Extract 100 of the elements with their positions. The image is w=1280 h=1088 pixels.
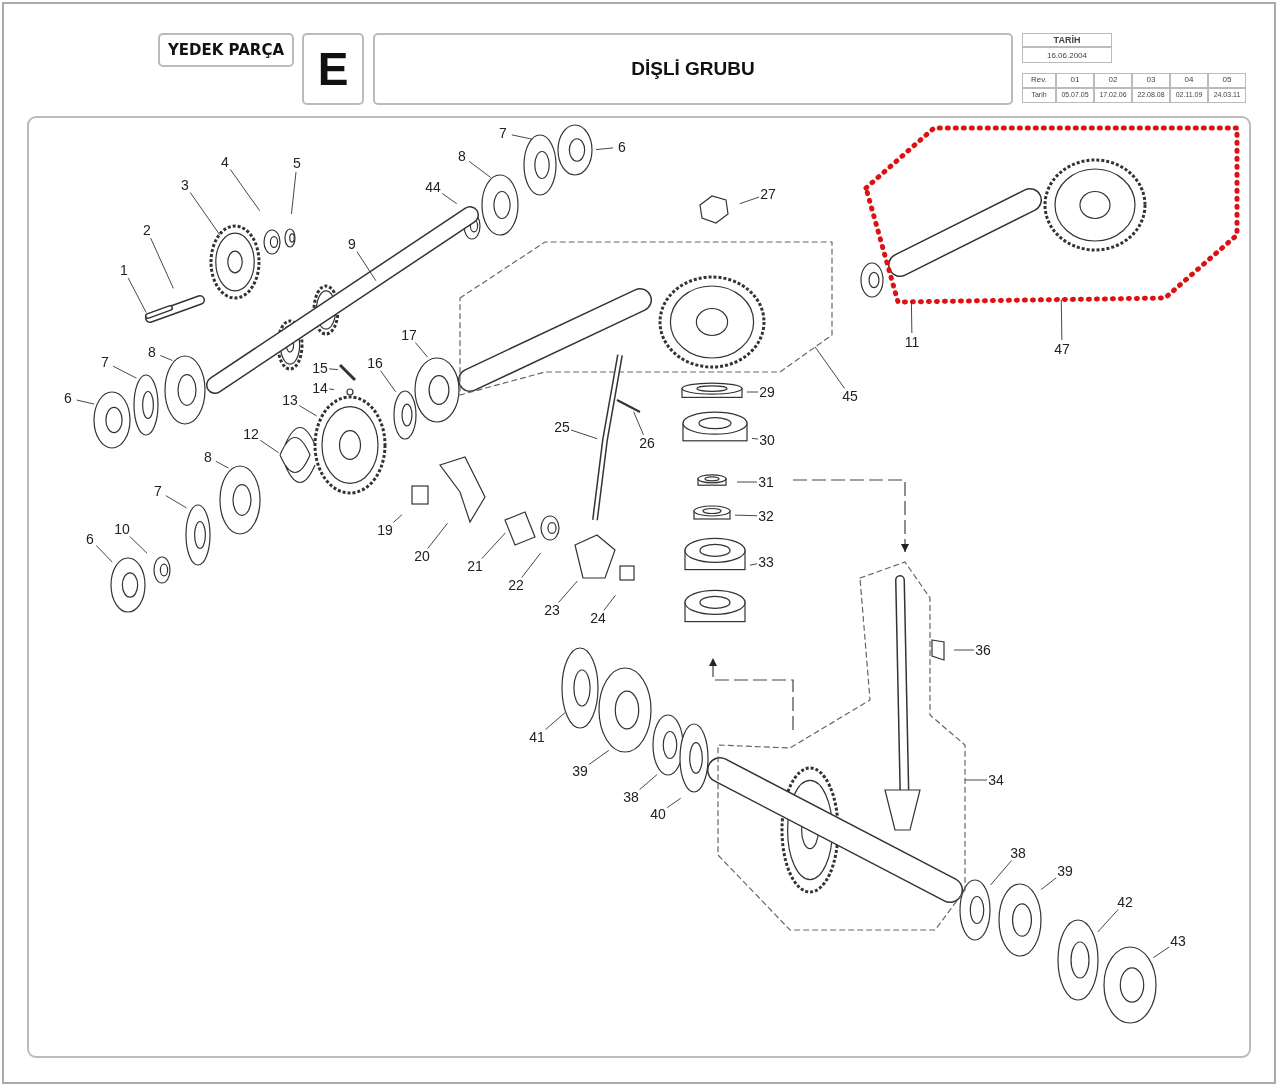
callout-number: 47 [1053,341,1071,357]
leader-line [603,594,616,612]
leader-line [739,196,760,205]
callout-number: 39 [1056,863,1074,879]
leader-line [749,563,758,566]
callout-number: 26 [638,435,656,451]
callout-number: 7 [100,354,110,370]
table-cell: 01 [1056,73,1094,88]
callout-number: 1 [119,262,129,278]
leader-line [910,301,913,334]
callout-number: 36 [974,642,992,658]
callout-number: 20 [413,548,431,564]
table-cell: 05 [1208,73,1246,88]
leader-line [229,168,261,212]
callout-number: 13 [281,392,299,408]
callout-number: 34 [987,772,1005,788]
leader-line [165,495,187,509]
callout-number: 5 [292,155,302,171]
leader-line [595,147,614,151]
leader-line [95,545,113,563]
leader-line [328,388,335,390]
callout-number: 22 [507,577,525,593]
leader-line [736,481,758,483]
callout-number: 21 [466,558,484,574]
table-cell: 03 [1132,73,1170,88]
callout-number: 39 [571,763,589,779]
leader-line [258,438,280,454]
leader-line [328,368,339,371]
callout-number: 24 [589,610,607,626]
callout-number: 42 [1116,894,1134,910]
callout-number: 7 [153,483,163,499]
callout-number: 19 [376,522,394,538]
leader-line [953,649,975,651]
title-cell: DİŞLİ GRUBU [373,33,1013,105]
callout-number: 25 [553,419,571,435]
callout-number: 31 [757,474,775,490]
callout-number: 12 [242,426,260,442]
leader-line [637,774,658,792]
leader-line [356,251,377,282]
leader-line [570,429,598,440]
leader-line [633,411,644,436]
leader-line [379,369,397,393]
callout-number: 4 [220,154,230,170]
callout-number: 29 [758,384,776,400]
leader-line [297,404,317,417]
dotted-highlight-outline [863,125,1240,305]
leader-line [746,391,759,393]
table-header-cell: Rev. [1022,73,1056,88]
sheet-type-cell: YEDEK PARÇA [158,33,294,67]
callout-number: 7 [498,125,508,141]
callout-number: 27 [759,186,777,202]
callout-number: 11 [903,334,921,350]
leader-line [1040,876,1059,890]
callout-number: 15 [311,360,329,376]
leader-line [391,514,403,525]
callout-number: 2 [142,222,152,238]
callout-number: 8 [203,449,213,465]
callout-number: 17 [400,327,418,343]
callout-number: 6 [85,531,95,547]
section-letter-cell: E [302,33,364,105]
leader-line [150,237,174,289]
callout-number: 45 [841,388,859,404]
leader-line [1097,908,1120,933]
leader-line [427,522,448,550]
leader-line [511,134,533,140]
leader-line [468,160,492,179]
date-header-cell: TARİH [1022,33,1112,47]
callout-number: 38 [622,789,640,805]
callout-number: 8 [457,148,467,164]
callout-number: 33 [757,554,775,570]
leader-line [751,437,759,440]
callout-number: 6 [617,139,627,155]
callout-number: 44 [424,179,442,195]
leader-line [189,191,221,236]
callout-number: 8 [147,344,157,360]
leader-line [543,712,566,732]
callout-number: 6 [63,390,73,406]
leader-line [128,534,148,554]
table-cell: 02 [1094,73,1132,88]
callout-number: 16 [366,355,384,371]
callout-number: 32 [757,508,775,524]
callout-number: 3 [180,177,190,193]
table-cell: 04 [1170,73,1208,88]
callout-number: 23 [543,602,561,618]
leader-line [964,779,988,781]
leader-line [521,552,541,579]
leader-line [480,532,506,560]
date-cell: 16.06.2004 [1022,47,1112,63]
leader-line [76,399,95,405]
leader-line [414,341,428,358]
leader-line [734,514,758,517]
leader-line [291,171,297,215]
callout-number: 14 [311,380,329,396]
dashed-group-outline [459,241,833,396]
leader-line [215,460,229,469]
leader-line [557,580,578,604]
callout-number: 41 [528,729,546,745]
leader-line [1060,299,1063,341]
leader-line [127,277,147,313]
leader-line [814,346,846,390]
